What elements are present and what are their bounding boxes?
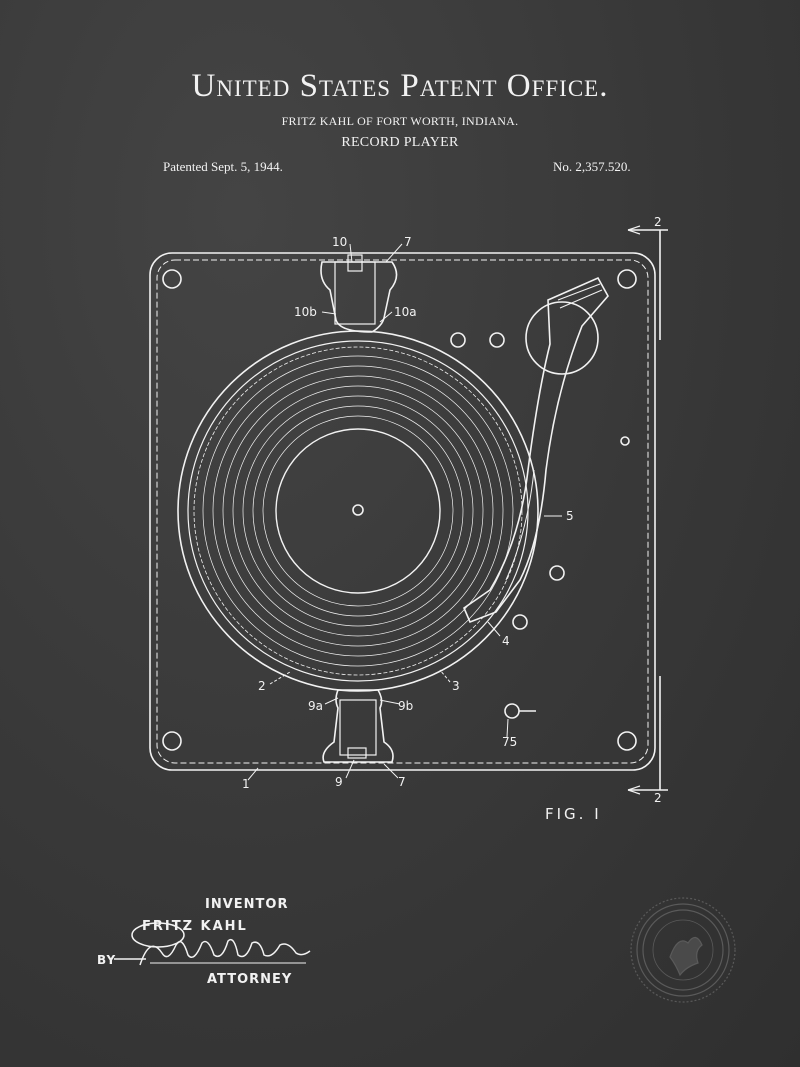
bottom-clamp bbox=[322, 689, 394, 763]
corner-screw bbox=[617, 269, 637, 289]
callout-label: 10b bbox=[294, 305, 317, 319]
corner-screw bbox=[162, 731, 182, 751]
platter-rim bbox=[177, 330, 539, 692]
callout-label: 9b bbox=[398, 699, 413, 713]
callout-label: 10 bbox=[332, 235, 347, 249]
callout-label: 9a bbox=[308, 699, 323, 713]
callout-label: 1 bbox=[242, 777, 250, 791]
inventor-name: FRITZ KAHL bbox=[142, 919, 248, 934]
callout-label: 9 bbox=[335, 775, 343, 789]
callout-label: 3 bbox=[452, 679, 460, 693]
adjust-screw bbox=[450, 332, 466, 348]
callout-label: 10a bbox=[394, 305, 417, 319]
callout-label: 4 bbox=[502, 634, 510, 648]
callout-label: 2 bbox=[654, 791, 662, 805]
record-label bbox=[275, 428, 441, 594]
callout-label: 7 bbox=[404, 235, 412, 249]
spindle bbox=[352, 504, 364, 516]
callout-label: 2 bbox=[258, 679, 266, 693]
callout-label: 7 bbox=[398, 775, 406, 789]
patent-office-seal bbox=[630, 897, 736, 1003]
attorney-signature bbox=[114, 922, 311, 966]
adjust-screw bbox=[549, 565, 565, 581]
corner-screw bbox=[162, 269, 182, 289]
inventor-line: FRITZ KAHL OF FORT WORTH, INDIANA. bbox=[281, 114, 519, 128]
section-marker-top bbox=[628, 229, 668, 340]
document-title: United States Patent Office. bbox=[191, 68, 609, 104]
section-marker-bottom bbox=[628, 676, 668, 791]
corner-screw bbox=[617, 731, 637, 751]
small-hole bbox=[620, 436, 630, 446]
inventor-heading: INVENTOR bbox=[205, 897, 289, 912]
invention-title: RECORD PLAYER bbox=[341, 135, 459, 150]
callout-label: 2 bbox=[654, 215, 662, 229]
callout-label: 5 bbox=[566, 509, 574, 523]
by-label: BY bbox=[97, 953, 117, 967]
figure-label: FIG. I bbox=[545, 805, 602, 823]
base-plate-inner bbox=[156, 259, 649, 764]
speed-knob bbox=[504, 703, 520, 719]
adjust-screw bbox=[489, 332, 505, 348]
attorney-heading: ATTORNEY bbox=[207, 972, 293, 987]
top-clamp bbox=[320, 261, 398, 333]
patent-date: Patented Sept. 5, 1944. bbox=[163, 159, 283, 174]
callout-label: 75 bbox=[502, 735, 517, 749]
tonearm bbox=[463, 276, 609, 624]
adjust-screw bbox=[512, 614, 528, 630]
patent-number: No. 2,357.520. bbox=[553, 159, 631, 174]
record-outer bbox=[187, 340, 529, 682]
base-plate bbox=[149, 252, 656, 771]
tonearm-pivot bbox=[525, 301, 599, 375]
